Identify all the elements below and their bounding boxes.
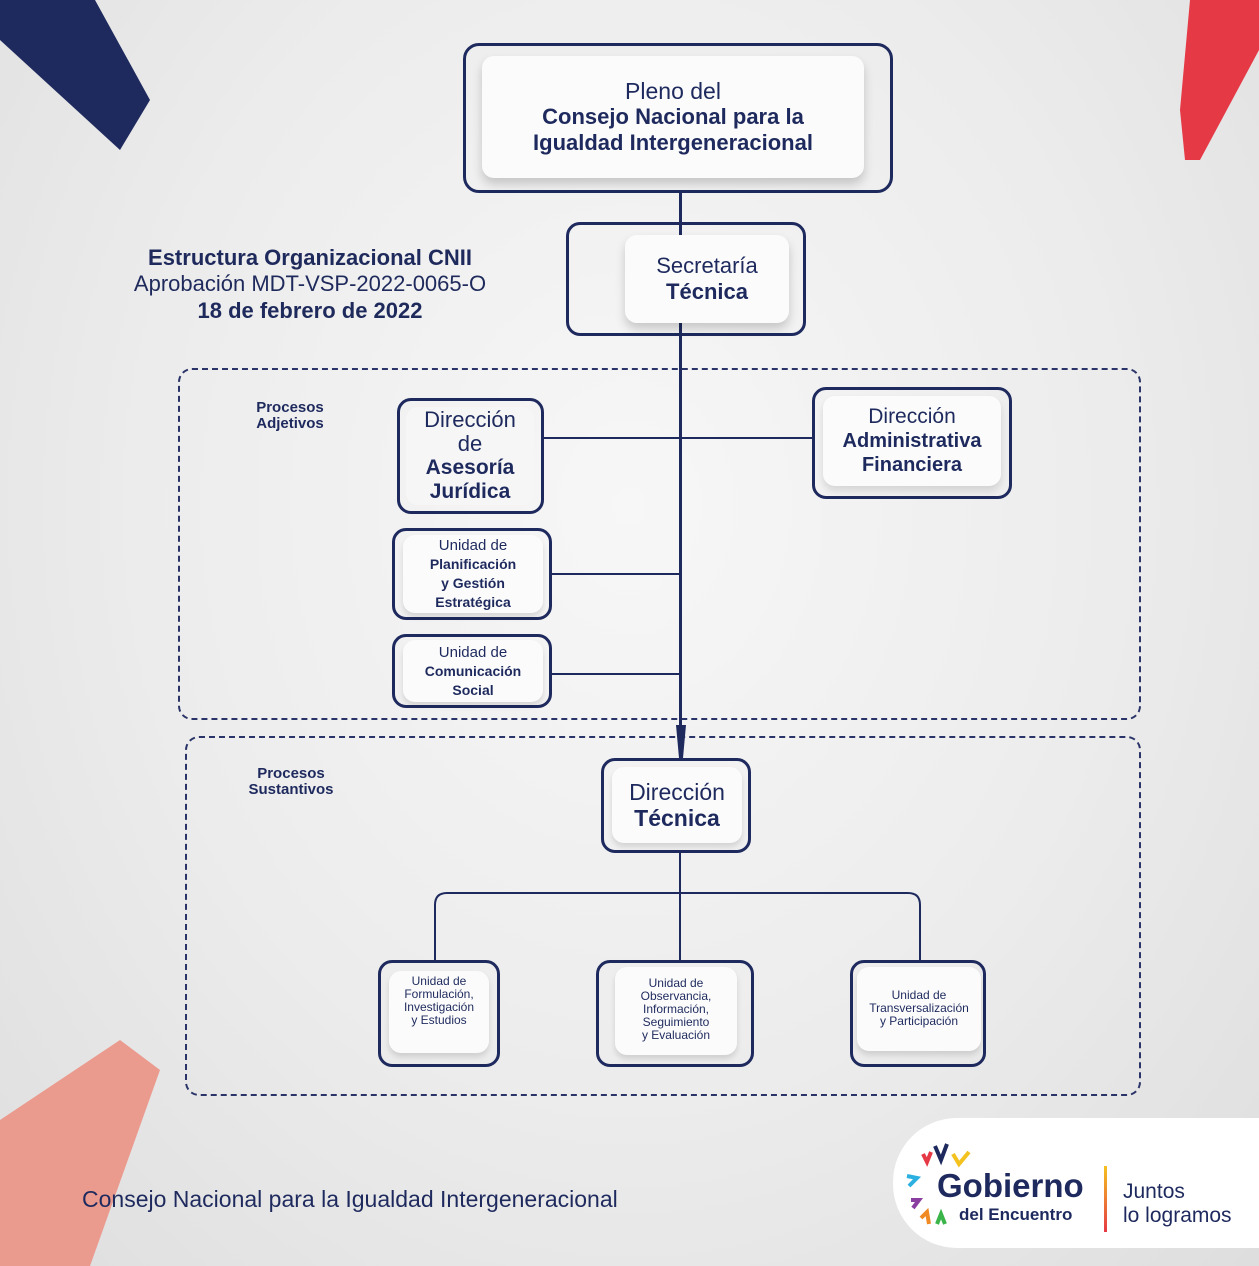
planificacion-line1: Unidad de bbox=[438, 537, 508, 554]
adjetivos-label-line1: Procesos bbox=[256, 399, 324, 416]
main-vertical-connector bbox=[679, 190, 682, 760]
logo-divider bbox=[1104, 1166, 1107, 1232]
sustantivos-label-line1: Procesos bbox=[257, 765, 325, 782]
observancia-line2: Observancia, bbox=[640, 989, 712, 1003]
sustantivos-region bbox=[185, 736, 1141, 1096]
tecnica-down-connector bbox=[679, 852, 681, 960]
secretaria-card: Secretaría Técnica bbox=[566, 222, 806, 336]
observancia-line1: Unidad de bbox=[648, 976, 704, 990]
sustantivos-label: Procesos Sustantivos bbox=[236, 766, 346, 798]
unidades-branch-connector bbox=[434, 892, 921, 960]
juridica-line1: Dirección bbox=[424, 407, 516, 432]
juridica-card: Dirección de Asesoría Jurídica bbox=[397, 398, 544, 514]
slogan-line1: Juntos bbox=[1123, 1180, 1185, 1203]
formulacion-line2: Formulación, bbox=[404, 987, 474, 1001]
observancia-line4: Seguimiento bbox=[642, 1015, 710, 1029]
comunicacion-card: Unidad de Comunicación Social bbox=[392, 634, 552, 708]
pleno-line2: Consejo Nacional para la bbox=[542, 104, 804, 129]
comunicacion-line3: Social bbox=[452, 681, 494, 698]
administrativa-line3: Financiera bbox=[861, 454, 963, 476]
formulacion-line3: Investigación bbox=[403, 1000, 475, 1014]
pleno-line3: Igualdad Intergeneracional bbox=[533, 130, 813, 155]
transversalizacion-line1: Unidad de bbox=[891, 988, 947, 1002]
formulacion-line1: Unidad de bbox=[411, 974, 467, 988]
planificacion-card: Unidad de Planificación y Gestión Estrat… bbox=[392, 528, 552, 620]
transversalizacion-line3: y Participación bbox=[879, 1014, 959, 1028]
colorful-checks-icon bbox=[906, 1143, 971, 1225]
navy-corner-shape bbox=[0, 0, 150, 150]
planificacion-line2: Planificación bbox=[429, 556, 517, 572]
observancia-line3: Información, bbox=[642, 1002, 710, 1016]
footer-institution-name: Consejo Nacional para la Igualdad Interg… bbox=[82, 1186, 618, 1212]
adjetivos-region bbox=[178, 368, 1141, 720]
administrativa-line2: Administrativa bbox=[842, 430, 982, 452]
direccion-tecnica-line2: Técnica bbox=[634, 805, 720, 831]
comunicacion-connector bbox=[551, 673, 681, 675]
direccion-tecnica-line1: Dirección bbox=[629, 779, 725, 805]
gobierno-brand-subtitle: del Encuentro bbox=[959, 1205, 1073, 1224]
pleno-line1: Pleno del bbox=[625, 78, 721, 104]
secretaria-line2: Técnica bbox=[666, 279, 748, 304]
juridica-admin-connector bbox=[543, 437, 813, 439]
comunicacion-line2: Comunicación bbox=[424, 662, 522, 679]
administrativa-line1: Dirección bbox=[868, 405, 956, 428]
secretaria-line1: Secretaría bbox=[656, 253, 758, 278]
arrow-to-tecnica bbox=[676, 725, 686, 758]
juridica-line4: Jurídica bbox=[429, 480, 511, 503]
gobierno-logo: Gobierno del Encuentro Juntos lo logramo… bbox=[893, 1118, 1259, 1248]
transversalizacion-line2: Transversalización bbox=[869, 1001, 969, 1015]
administrativa-card: Dirección Administrativa Financiera bbox=[812, 387, 1012, 499]
direccion-tecnica-card: Dirección Técnica bbox=[601, 758, 751, 853]
structure-title-line2: Aprobación MDT-VSP-2022-0065-O bbox=[133, 271, 487, 296]
salmon-corner-shape bbox=[0, 1040, 160, 1266]
juridica-line3: Asesoría bbox=[425, 456, 515, 479]
formulacion-line4: y Estudios bbox=[411, 1013, 467, 1027]
slogan-line2: lo logramos bbox=[1123, 1204, 1232, 1227]
comunicacion-line1: Unidad de bbox=[438, 643, 508, 661]
adjetivos-label-line2: Adjetivos bbox=[256, 415, 324, 432]
transversalizacion-card: Unidad de Transversalización y Participa… bbox=[850, 960, 986, 1067]
pleno-card: Pleno del Consejo Nacional para la Igual… bbox=[463, 43, 893, 193]
planificacion-line4: Estratégica bbox=[435, 594, 511, 610]
structure-title-line1: Estructura Organizacional CNII bbox=[148, 245, 472, 270]
juridica-line2: de bbox=[457, 431, 483, 456]
structure-title-line3: 18 de febrero de 2022 bbox=[197, 298, 423, 323]
formulacion-card: Unidad de Formulación, Investigación y E… bbox=[378, 960, 500, 1067]
red-corner-shape bbox=[1180, 0, 1259, 160]
planificacion-line3: y Gestión bbox=[441, 575, 505, 591]
adjetivos-label: Procesos Adjetivos bbox=[240, 400, 340, 432]
observancia-card: Unidad de Observancia, Información, Segu… bbox=[596, 960, 754, 1067]
observancia-line5: y Evaluación bbox=[641, 1028, 711, 1042]
planificacion-connector bbox=[551, 573, 681, 575]
structure-title: Estructura Organizacional CNII Aprobació… bbox=[100, 245, 520, 325]
gobierno-brand-name: Gobierno bbox=[937, 1167, 1084, 1204]
sustantivos-label-line2: Sustantivos bbox=[248, 781, 334, 798]
